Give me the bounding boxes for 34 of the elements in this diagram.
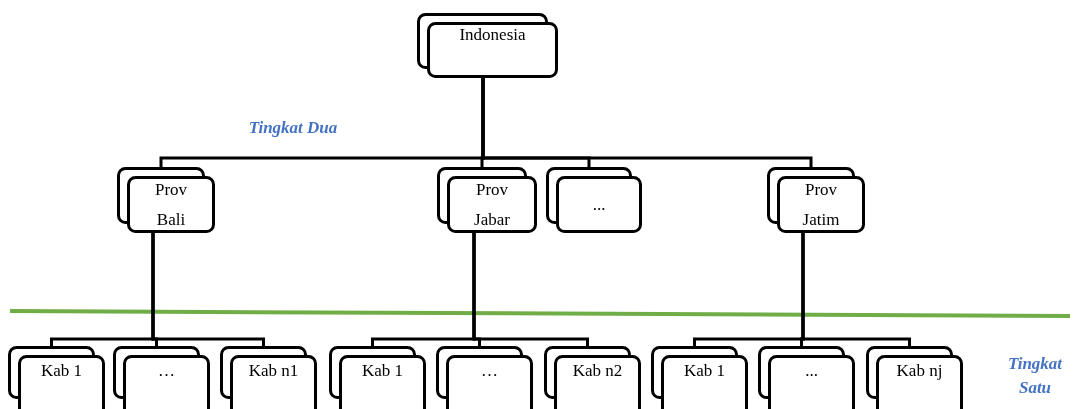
connector-line [481,78,813,167]
stacked-box [8,346,105,408]
node-label: Kab 1 [360,360,405,382]
node-label: Kab n1 [248,360,299,382]
stacked-box [544,346,641,408]
node-label: Kab 1 [39,360,84,382]
node-label: Kab n2 [572,360,623,382]
stacked-box [436,346,533,408]
level-label: Tingkat Dua [247,117,339,139]
stacked-box [117,167,215,233]
node-label: … [480,360,499,382]
stacked-box [651,346,748,408]
node-label: … [157,360,176,382]
stacked-box [329,346,426,408]
node-label: ... [591,193,607,216]
node-label: Prov Jatim [801,178,841,231]
node-label: Kab nj [895,360,944,382]
connector-line [151,233,265,346]
stacked-box [546,167,642,233]
node-label: Kab 1 [682,360,727,382]
stacked-box [758,346,855,408]
level-label: Tingkat Satu [1006,353,1064,399]
node-label: ... [804,360,819,382]
connector-line [472,233,589,346]
node-label: Prov Bali [153,178,189,231]
stacked-box [437,167,537,233]
stacked-box [866,346,963,408]
connector-line [801,233,911,346]
node-label: Prov Jabar [473,178,511,231]
stacked-box [220,346,317,408]
stacked-box [767,167,865,233]
stacked-box [113,346,210,408]
node-label: Indonesia [458,24,527,46]
stacked-box [417,13,558,78]
